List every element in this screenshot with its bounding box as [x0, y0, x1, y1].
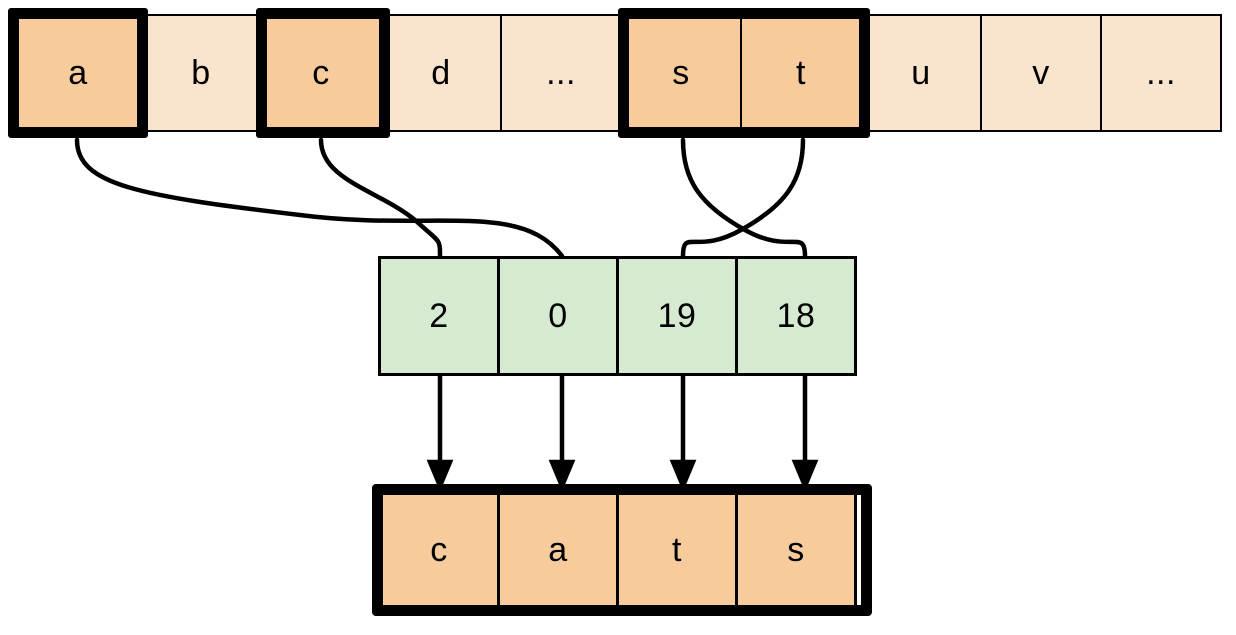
vocab-cell-label: ... [1146, 54, 1176, 92]
index-cell-1[interactable]: 2 [378, 256, 500, 376]
index-cell-label: 0 [548, 297, 568, 335]
vocab-cell-d[interactable]: d [380, 14, 502, 132]
curve-t-to-slot3 [680, 137, 806, 259]
index-cell-2[interactable]: 0 [497, 256, 619, 376]
curve-s-to-slot4 [680, 137, 808, 259]
index-cell-label: 2 [429, 297, 449, 335]
output-cell-label: t [672, 531, 682, 569]
vocab-cell-u[interactable]: u [860, 14, 982, 132]
output-cell-2[interactable]: a [497, 490, 619, 610]
output-cell-label: s [787, 531, 805, 569]
index-cell-label: 18 [776, 297, 816, 335]
arrowhead-slot3 [669, 459, 697, 492]
vocab-cell-label: ... [546, 54, 576, 92]
vocab-cell-t[interactable]: t [740, 14, 862, 132]
output-cell-label: c [430, 531, 448, 569]
vocab-cell-s[interactable]: s [620, 14, 742, 132]
vocab-cell-b[interactable]: b [140, 14, 262, 132]
vocab-cell-ellipsis-2[interactable]: ... [1100, 14, 1222, 132]
vocab-cell-ellipsis-1[interactable]: ... [500, 14, 622, 132]
vocab-cell-label: d [431, 54, 451, 92]
output-row: c a t s [378, 490, 857, 610]
vocab-cell-label: v [1032, 54, 1050, 92]
index-cell-label: 19 [657, 297, 697, 335]
vocab-cell-label: u [911, 54, 931, 92]
arrowhead-slot1 [426, 459, 454, 492]
arrowhead-slot4 [791, 459, 819, 492]
output-cell-label: a [548, 531, 568, 569]
vocab-cell-v[interactable]: v [980, 14, 1102, 132]
vocab-cell-label: c [312, 54, 330, 92]
index-cell-3[interactable]: 19 [616, 256, 738, 376]
arrowhead-slot2 [548, 459, 576, 492]
vocab-cell-label: s [672, 54, 690, 92]
index-cell-4[interactable]: 18 [735, 256, 857, 376]
vocab-cell-label: b [191, 54, 211, 92]
output-cell-1[interactable]: c [378, 490, 500, 610]
vocab-cell-label: t [796, 54, 806, 92]
output-cell-4[interactable]: s [735, 490, 857, 610]
vocab-cell-a[interactable]: a [14, 14, 142, 132]
curve-c-to-slot1 [318, 137, 443, 259]
curve-a-to-slot2 [74, 137, 565, 259]
vocab-cell-label: a [68, 54, 88, 92]
vocab-cell-c[interactable]: c [260, 14, 382, 132]
output-cell-3[interactable]: t [616, 490, 738, 610]
vocabulary-row: a b c d ... s t u v ... [14, 14, 1222, 132]
index-row: 2 0 19 18 [378, 256, 857, 376]
